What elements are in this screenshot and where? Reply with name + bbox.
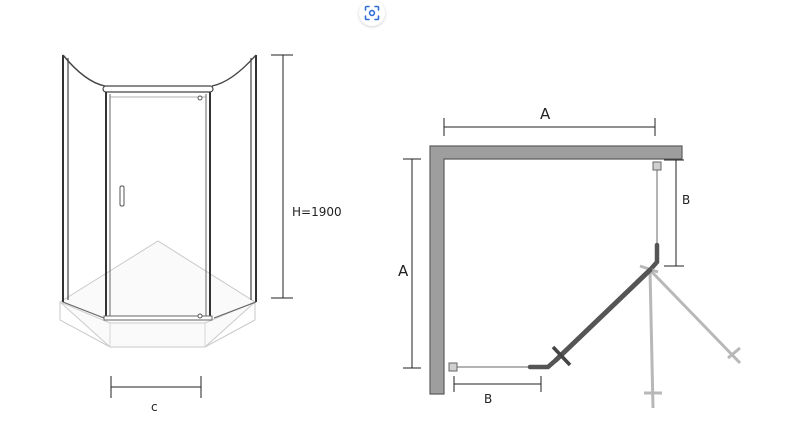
height-label: H=1900 <box>292 205 342 219</box>
top-width-label: A <box>540 105 551 123</box>
plan-view: A A B B <box>398 105 742 409</box>
bottom-side-dimension <box>453 376 542 392</box>
front-door <box>103 92 213 321</box>
left-side-panel <box>62 54 106 319</box>
width-label: c <box>151 400 158 414</box>
right-side-panel <box>211 54 257 319</box>
top-width-dimension <box>443 118 656 136</box>
front-view: H=1900 c <box>59 54 342 414</box>
right-side-label: B <box>682 193 690 207</box>
door-closed <box>553 267 653 363</box>
width-dimension <box>110 376 202 398</box>
visual-search-icon <box>364 5 380 21</box>
top-rail <box>102 85 214 93</box>
door-handle <box>119 185 125 207</box>
door-swing-positions <box>639 264 742 409</box>
visual-search-button[interactable] <box>359 0 385 26</box>
shower-tray <box>59 240 256 348</box>
corner-walls <box>429 145 683 395</box>
height-dimension <box>271 54 293 299</box>
bottom-return <box>527 357 559 370</box>
bottom-side-label: B <box>484 392 492 406</box>
right-return <box>647 242 660 273</box>
right-side-dimension <box>664 159 684 267</box>
left-height-label: A <box>398 262 409 280</box>
left-height-dimension <box>403 158 421 369</box>
